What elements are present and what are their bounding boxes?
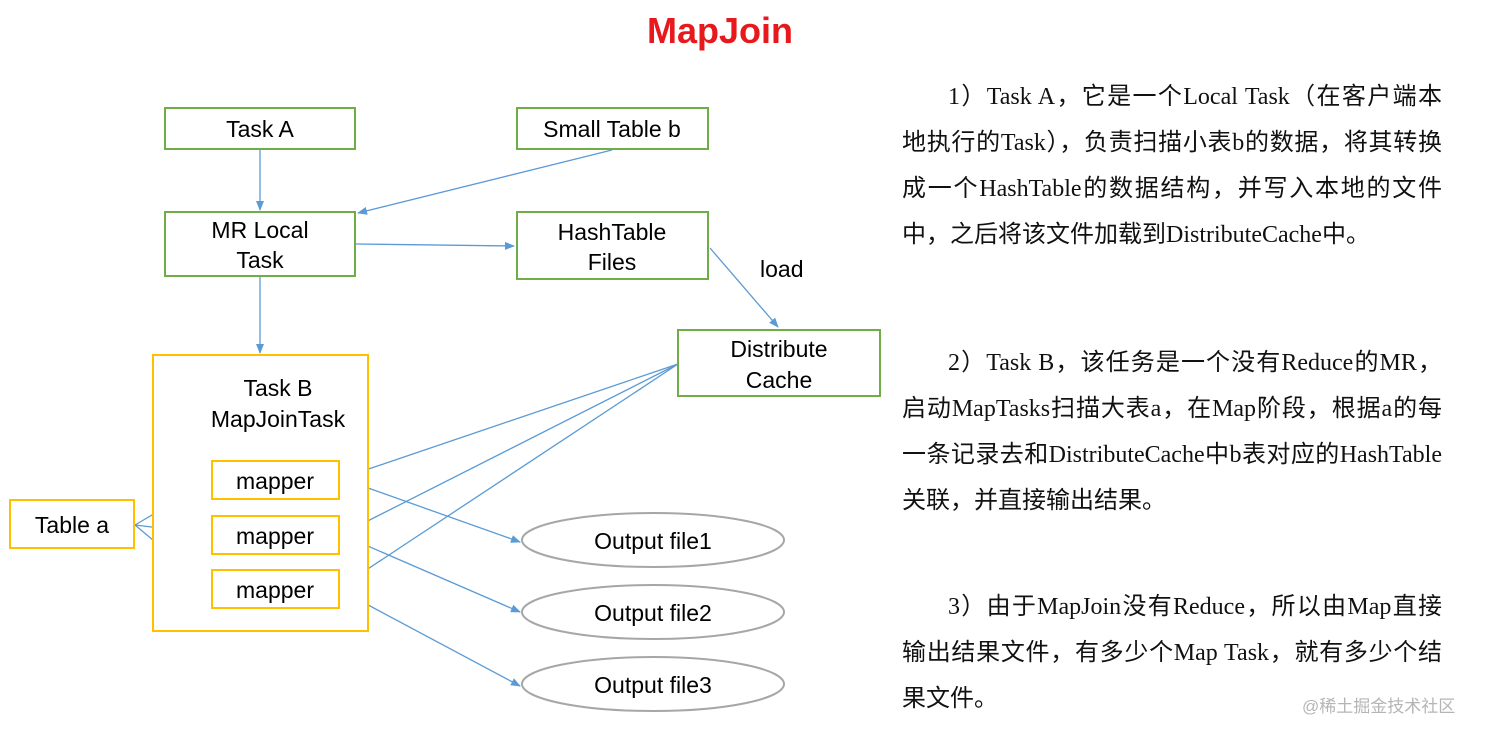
- mapper-1: mapper: [211, 460, 340, 500]
- node-hashtable-line1: HashTable: [558, 219, 667, 245]
- output-file-2: Output file2: [521, 584, 785, 640]
- edge-cache-mapper3: [341, 363, 679, 587]
- paragraph-2: 2）Task B，该任务是一个没有Reduce的MR，启动MapTasks扫描大…: [902, 350, 1442, 514]
- mapjoin-diagram: Task A Small Table b MR Local Task HashT…: [9, 107, 881, 712]
- mapper-1-label: mapper: [236, 468, 314, 494]
- output-file-3: Output file3: [521, 656, 785, 712]
- mapper-2: mapper: [211, 515, 340, 555]
- edge-hashtable-cache: [709, 247, 779, 328]
- mapper-2-label: mapper: [236, 523, 314, 549]
- edge-cache-mapper1: [341, 363, 679, 479]
- mapper-3-label: mapper: [236, 577, 314, 603]
- node-mr-local-line1: MR Local: [211, 217, 308, 243]
- node-cache-line2: Cache: [746, 367, 812, 393]
- node-distribute-cache: Distribute Cache: [677, 329, 881, 397]
- output-file-3-label: Output file3: [594, 672, 712, 698]
- node-hashtable-line2: Files: [588, 249, 637, 275]
- edge-mapper2-output2: [339, 533, 521, 613]
- node-hashtable-files: HashTable Files: [516, 211, 709, 280]
- watermark: @稀土掘金技术社区: [1302, 697, 1456, 716]
- output-file-1-label: Output file1: [594, 528, 712, 554]
- node-small-table-b-label: Small Table b: [543, 116, 681, 142]
- page-title: MapJoin: [646, 10, 793, 51]
- edge-cache-mapper2: [341, 363, 679, 535]
- node-table-a: Table a: [9, 499, 135, 549]
- output-file-2-label: Output file2: [594, 600, 712, 626]
- paragraph-3: 3）由于MapJoin没有Reduce，所以由Map直接输出结果文件，有多少个M…: [902, 594, 1442, 712]
- node-task-a-label: Task A: [226, 116, 294, 142]
- node-mr-local-line2: Task: [236, 247, 284, 273]
- edge-mapper3-output3: [339, 589, 521, 687]
- edge-label-load: load: [760, 256, 803, 282]
- node-task-b-line2: MapJoinTask: [211, 406, 346, 432]
- output-file-1: Output file1: [521, 512, 785, 568]
- node-table-a-label: Table a: [35, 512, 109, 538]
- edge-mapper1-output1: [339, 477, 521, 543]
- node-task-a: Task A: [164, 107, 356, 150]
- edge-mrlocal-hashtable: [355, 241, 515, 250]
- node-cache-line1: Distribute: [730, 336, 827, 362]
- edge-smalltable-mrlocal: [357, 149, 613, 215]
- node-mr-local-task: MR Local Task: [164, 211, 356, 277]
- mapper-3: mapper: [211, 569, 340, 609]
- node-task-b-line1: Task B: [243, 375, 312, 401]
- paragraph-1: 1）Task A，它是一个Local Task（在客户端本地执行的Task），负…: [902, 84, 1442, 248]
- node-small-table-b: Small Table b: [516, 107, 709, 150]
